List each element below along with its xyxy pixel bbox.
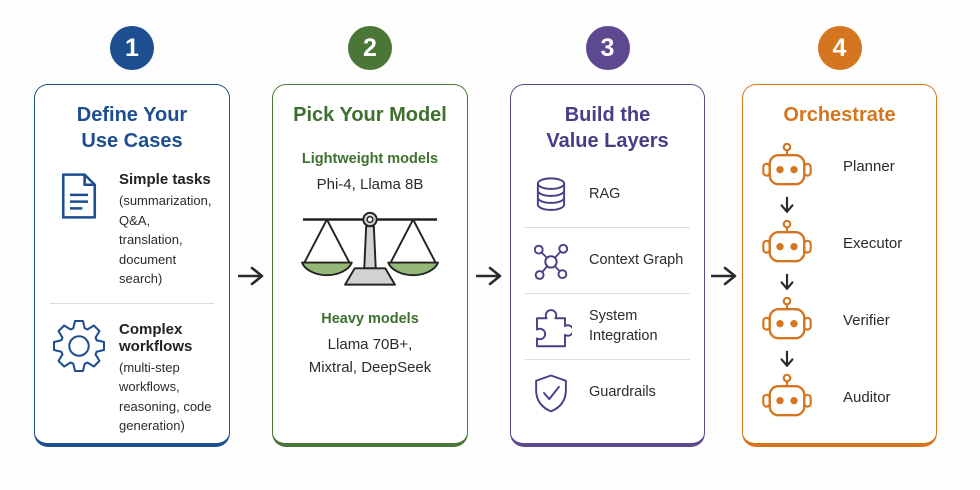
workflow-diagram: 1 Define Your Use Cases Simple tasks (su…: [34, 26, 937, 447]
step-4-number-badge: 4: [817, 26, 862, 70]
value-layer-label: RAG: [589, 185, 621, 202]
use-case-description: (multi-step workflows, reasoning, code g…: [119, 359, 212, 434]
heavy-models-label: Heavy models: [321, 310, 419, 327]
agent-label: Auditor: [843, 389, 891, 407]
heavy-models-list: Llama 70B+, Mixtral, DeepSeek: [308, 335, 432, 377]
agent-row: Auditor: [743, 372, 936, 424]
step-1-panel: Define Your Use Cases Simple tasks (summ…: [34, 84, 230, 447]
value-layer-row: RAG: [511, 162, 704, 227]
balance-scale-icon: [279, 208, 461, 299]
step-4-column: 4 Orchestrate: [742, 26, 937, 447]
flow-arrow-down: [743, 347, 831, 372]
agent-row: Executor: [743, 218, 936, 270]
value-layer-label: Context Graph: [589, 251, 684, 268]
step-3-number-badge: 3: [585, 26, 630, 70]
step-1-title: Define Your Use Cases: [76, 104, 188, 152]
robot-icon: [743, 141, 831, 193]
step-4-panel: Orchestrate Planner: [742, 84, 937, 447]
step-number: 4: [832, 33, 847, 62]
step-2-number-badge: 2: [348, 26, 392, 70]
robot-icon: [743, 372, 831, 424]
value-layer-label: System Integration: [589, 308, 658, 344]
step-1-column: 1 Define Your Use Cases Simple tasks (su…: [34, 26, 230, 447]
value-layer-row: Context Graph: [511, 228, 704, 293]
robot-icon: [743, 218, 831, 270]
step-2-column: 2 Pick Your Model Lightweight models Phi…: [272, 26, 468, 447]
step-4-title: Orchestrate: [783, 104, 896, 126]
value-layer-row: Guardrails: [511, 360, 704, 425]
divider: [525, 359, 690, 361]
use-case-description: (summarization, Q&A, translation, docume…: [119, 193, 212, 287]
step-3-column: 3 Build the Value Layers RAG: [510, 26, 705, 447]
value-layer-label: Guardrails: [589, 383, 656, 400]
step-number: 3: [600, 33, 615, 62]
step-1-number-badge: 1: [110, 26, 154, 70]
agent-row: Verifier: [743, 295, 936, 347]
flow-arrow-right: [230, 264, 272, 288]
flow-arrow-right: [705, 264, 742, 288]
flow-arrow-right: [468, 264, 510, 288]
step-2-title: Pick Your Model: [293, 104, 447, 126]
flow-arrow-down: [743, 193, 831, 218]
lightweight-models-list: Phi-4, Llama 8B: [316, 175, 424, 193]
agent-label: Verifier: [843, 312, 890, 330]
step-3-title: Build the Value Layers: [546, 104, 669, 152]
context-graph-icon: [530, 240, 572, 282]
step-number: 1: [125, 33, 139, 62]
database-icon: [530, 174, 572, 216]
gear-icon: [52, 319, 106, 373]
agent-label: Planner: [843, 158, 895, 176]
use-case-item: Simple tasks (summarization, Q&A, transl…: [35, 169, 229, 289]
step-3-panel: Build the Value Layers RAG: [510, 84, 705, 447]
step-number: 2: [363, 33, 377, 62]
lightweight-models-label: Lightweight models: [301, 150, 439, 167]
divider: [50, 302, 214, 304]
shield-check-icon: [530, 372, 572, 414]
divider: [525, 293, 690, 295]
puzzle-icon: [530, 306, 572, 348]
flow-arrow-down: [743, 270, 831, 295]
agent-label: Executor: [843, 235, 903, 253]
value-layer-row: System Integration: [511, 294, 704, 359]
use-case-item: Complex workflows (multi-step workflows,…: [35, 319, 229, 436]
divider: [525, 227, 690, 229]
agent-row: Planner: [743, 141, 936, 193]
robot-icon: [743, 295, 831, 347]
use-case-title: Complex workflows: [119, 320, 193, 355]
use-case-title: Simple tasks: [119, 171, 211, 189]
document-icon: [52, 169, 106, 223]
step-2-panel: Pick Your Model Lightweight models Phi-4…: [272, 84, 468, 447]
